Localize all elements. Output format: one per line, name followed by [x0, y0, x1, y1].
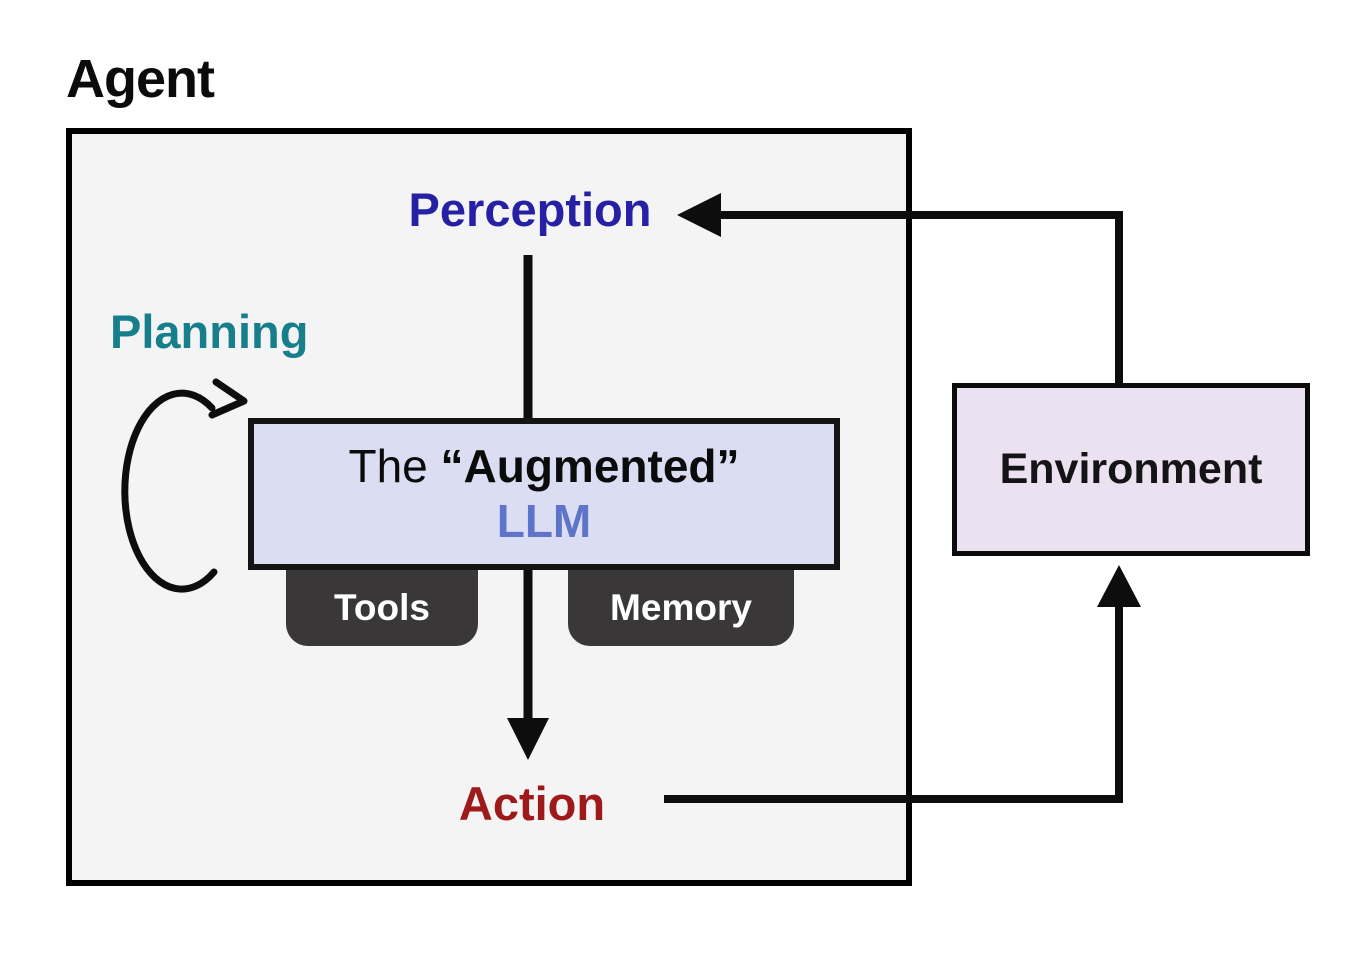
tools-label: Tools: [334, 587, 430, 628]
environment-box: Environment: [952, 383, 1310, 556]
action-label: Action: [458, 777, 606, 830]
memory-tab: Memory: [568, 570, 794, 646]
action-to-environment-arrow-icon: [664, 565, 1141, 803]
page-title: Agent: [66, 49, 215, 109]
llm-title-quoted: “Augmented”: [440, 440, 740, 493]
tools-tab: Tools: [286, 570, 478, 646]
perception-label: Perception: [408, 183, 652, 236]
llm-title-prefix: The: [348, 440, 441, 493]
augmented-llm-box: The “Augmented” LLM: [248, 418, 840, 570]
environment-to-perception-arrow-icon: [677, 193, 1123, 386]
memory-label: Memory: [610, 587, 752, 628]
llm-label: LLM: [496, 495, 592, 547]
planning-loop-arrow-icon: [121, 378, 248, 593]
llm-box-title: The “Augmented”: [348, 441, 739, 492]
planning-label: Planning: [110, 305, 309, 358]
environment-label: Environment: [999, 445, 1263, 493]
